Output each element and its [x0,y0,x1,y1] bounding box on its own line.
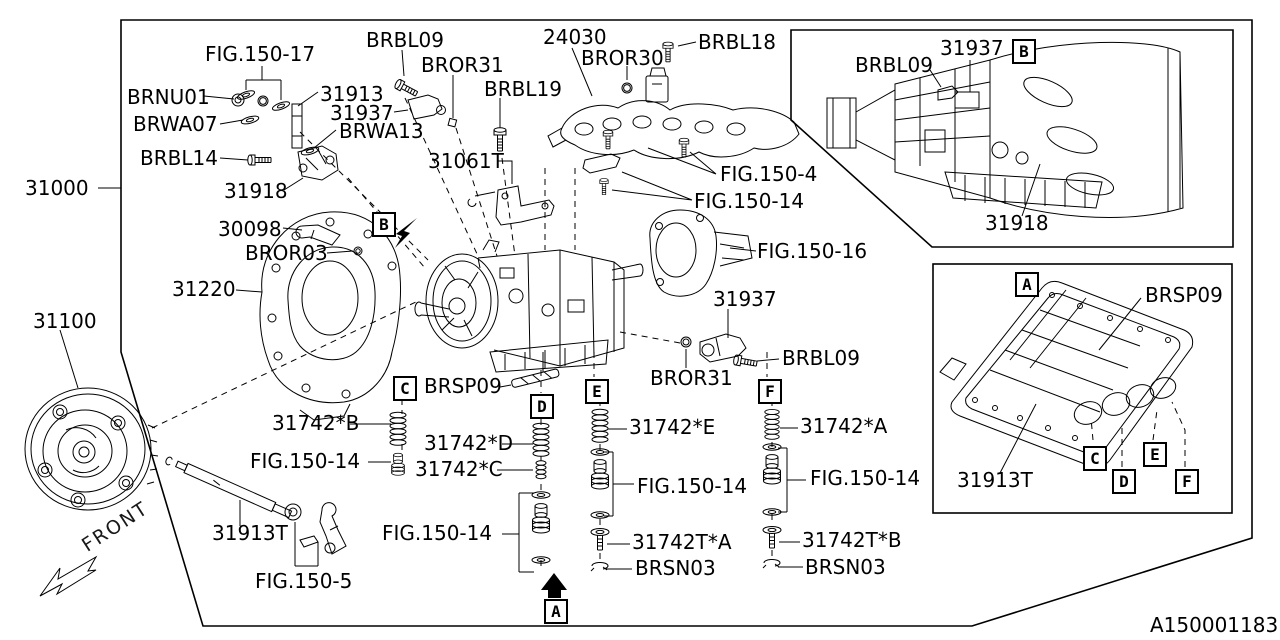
part-label-31742d: 31742*D [424,431,514,455]
section-marker-c-inset: C [1083,446,1107,471]
part-label-30098: 30098 [218,217,282,241]
part-label-31918-inset: 31918 [985,211,1049,235]
part-label-fig-150-16: FIG.150-16 [757,239,868,263]
part-label-31742b: 31742*B [272,411,360,435]
torque-converter-drawing [24,387,159,511]
converter-housing-drawing [259,211,401,421]
part-label-fig-150-14-f: FIG.150-14 [810,466,921,490]
part-label-brbl09-inset: BRBL09 [855,53,933,77]
part-label-brbl19: BRBL19 [484,77,562,101]
part-label-31937-topleft: 31937 [330,101,394,125]
part-label-bror31-top: BROR31 [421,53,504,77]
part-label-fig-150-5: FIG.150-5 [255,569,353,593]
assembly-up-arrow-icon [541,573,567,598]
part-label-31913t-main: 31913T [212,521,288,545]
part-label-brsp09-main: BRSP09 [424,374,502,398]
front-arrow-icon [39,555,98,597]
part-label-brsp09-inset: BRSP09 [1145,283,1223,307]
section-marker-b-main: B [372,212,396,237]
part-label-brbl09-top: BRBL09 [366,28,444,52]
part-label-fig-150-14-d: FIG.150-14 [382,521,493,545]
part-label-brsn03-e: BRSN03 [635,556,716,580]
main-border [120,19,1253,627]
inset-box-top [790,29,1234,248]
small-parts-bottom-left [165,368,560,555]
part-label-fig-150-14-top: FIG.150-14 [694,189,805,213]
section-marker-c-main: C [393,376,417,401]
part-label-31742c: 31742*C [415,457,503,481]
transmission-drawing [414,239,644,373]
direction-arrows [395,218,567,598]
part-label-fig-150-14-c: FIG.150-14 [250,449,361,473]
assembly-arrow-icon [395,218,417,248]
side-view-drawing [826,41,1184,218]
part-label-31913: 31913 [320,82,384,106]
section-marker-d-main: D [530,394,554,419]
section-marker-f-inset: F [1175,469,1199,494]
section-marker-e-inset: E [1143,442,1167,467]
part-label-31742ta: 31742T*A [632,530,732,554]
part-label-bror30: BROR30 [581,46,664,70]
part-label-brbl18: BRBL18 [698,30,776,54]
inset-box-bottom [932,263,1233,514]
section-marker-e-main: E [585,379,609,404]
part-label-fig-150-4: FIG.150-4 [720,162,818,186]
section-marker-f-main: F [758,379,782,404]
leader-lines [59,41,1142,573]
part-label-24030: 24030 [543,25,607,49]
part-label-bror03: BROR03 [245,241,328,265]
part-label-brbl09-mid: BRBL09 [782,346,860,370]
part-label-bror31-mid: BROR31 [650,366,733,390]
section-marker-a-inset: A [1015,272,1039,297]
part-label-brsn03-f: BRSN03 [805,555,886,579]
part-label-31742e: 31742*E [629,415,716,439]
part-label-fig-150-14-e: FIG.150-14 [637,474,748,498]
part-label-brwa13: BRWA13 [339,119,424,143]
extension-housing-drawing [649,209,753,297]
part-label-31100: 31100 [33,309,97,333]
part-label-31937-inset: 31937 [940,36,1004,60]
part-label-31000: 31000 [25,176,89,200]
part-label-31918-left: 31918 [224,179,288,203]
part-label-31937-mid: 31937 [713,287,777,311]
gasket-drawing [547,67,800,174]
part-label-fig-150-17: FIG.150-17 [205,42,316,66]
part-label-31913t-inset: 31913T [957,468,1033,492]
part-label-brnu01: BRNU01 [127,85,210,109]
part-label-brbl14: BRBL14 [140,146,218,170]
part-label-31742tb: 31742T*B [802,528,902,552]
part-label-31220: 31220 [172,277,236,301]
section-marker-b-inset: B [1012,39,1036,64]
section-marker-d-inset: D [1112,469,1136,494]
small-parts-mid-right [680,333,759,370]
part-label-31742a: 31742*A [800,414,888,438]
part-label-brwa07: BRWA07 [133,112,218,136]
part-label-31061t: 31061T [428,149,504,173]
oil-pan-drawing [939,280,1194,468]
section-marker-a-main: A [544,599,568,624]
drawing-number: A150001183 [1150,613,1279,637]
small-parts-top-left [231,41,690,256]
